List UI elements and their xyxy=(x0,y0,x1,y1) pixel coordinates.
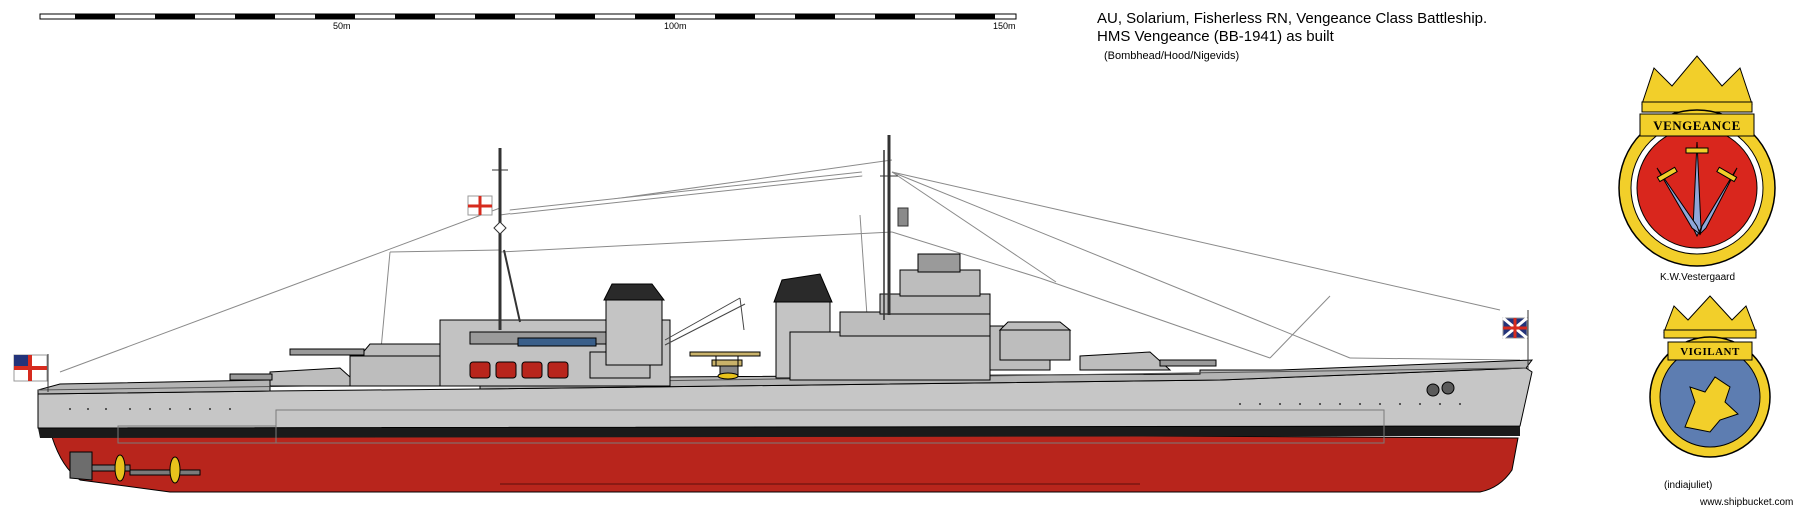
turret-x xyxy=(229,367,362,387)
swords-icon xyxy=(1656,141,1738,238)
scale-tick-100m: 100m xyxy=(664,21,687,31)
boot-topping xyxy=(38,426,1520,438)
scale-bar-segments xyxy=(75,14,995,19)
foremast xyxy=(880,135,909,320)
watermark: www.shipbucket.com xyxy=(1700,497,1794,508)
vengeance-badge-credit: K.W.Vestergaard xyxy=(1660,272,1736,283)
stern-ensign xyxy=(13,354,49,392)
naval-crown-icon xyxy=(1663,295,1757,333)
portholes xyxy=(69,403,1461,410)
jack-flag xyxy=(1502,310,1529,370)
scale-bar-frame xyxy=(39,13,1017,20)
propellers xyxy=(69,451,201,484)
title-line-1: AU, Solarium, Fisherless RN, Vengeance C… xyxy=(1097,10,1488,27)
title-line-3: (Bombhead/Hood/Nigevids) xyxy=(1104,50,1240,62)
turret-b xyxy=(998,321,1072,361)
aircraft-crane xyxy=(664,297,746,346)
naval-crown-icon xyxy=(1641,55,1753,105)
vengeance-badge: VENGEANCE xyxy=(1618,55,1776,267)
mainmast-ensign xyxy=(467,195,493,216)
scale-bar xyxy=(39,13,1017,20)
armour-belt xyxy=(117,409,1385,444)
main-yard xyxy=(509,171,863,215)
wyvern-icon xyxy=(1684,376,1739,433)
seaplane xyxy=(689,351,761,380)
scale-tick-150m: 150m xyxy=(993,21,1016,31)
vigilant-badge-credit: (indiajuliet) xyxy=(1664,480,1713,491)
title-line-2: HMS Vengeance (BB-1941) as built xyxy=(1097,28,1334,45)
vengeance-badge-name: VENGEANCE xyxy=(1653,118,1741,133)
turret-a xyxy=(1079,351,1217,371)
vigilant-badge: VIGILANT xyxy=(1649,295,1771,458)
vigilant-badge-name: VIGILANT xyxy=(1680,346,1740,358)
scale-tick-50m: 50m xyxy=(333,21,351,31)
aft-funnel xyxy=(603,283,665,366)
hull-lower-red xyxy=(49,429,1519,493)
motor-boat xyxy=(517,337,597,347)
mainmast xyxy=(492,148,521,330)
anchor-hawses xyxy=(1426,381,1455,397)
